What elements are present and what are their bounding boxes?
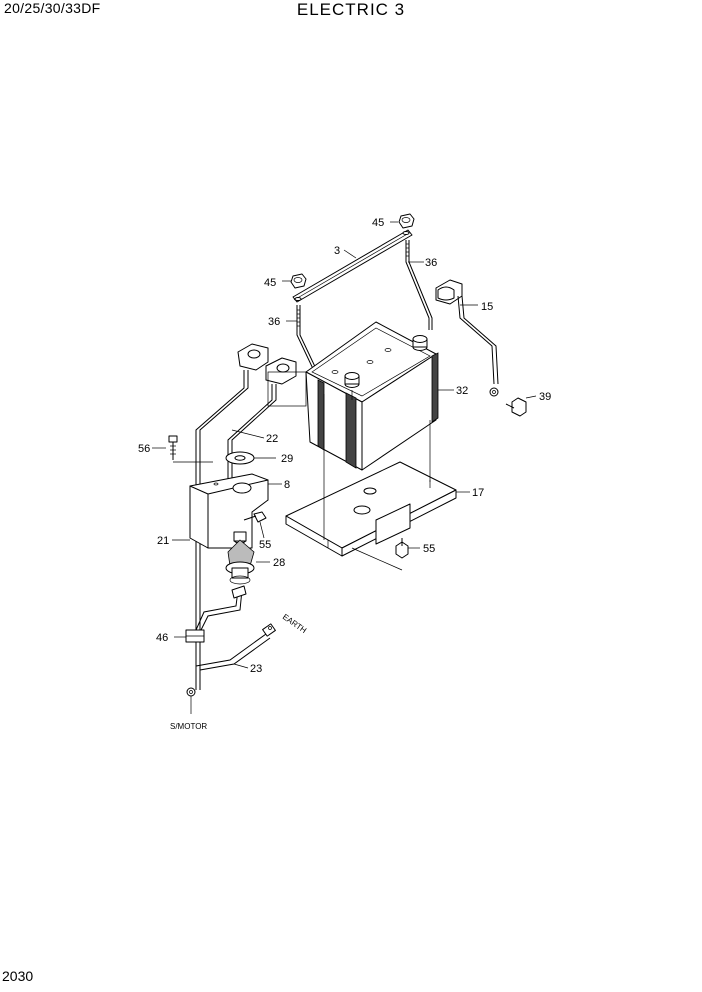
callout-3: 3 xyxy=(334,245,340,257)
model-code: 20/25/30/33DF xyxy=(4,0,101,16)
callout-45-left: 45 xyxy=(264,277,276,289)
callout-45-top: 45 xyxy=(372,217,384,229)
callout-55-left: 55 xyxy=(259,539,271,551)
callout-46: 46 xyxy=(156,632,168,644)
clamp-46 xyxy=(185,629,205,643)
washer-29 xyxy=(225,451,255,465)
j-bolt-right xyxy=(405,240,433,330)
leader-lines xyxy=(152,221,537,669)
callout-32: 32 xyxy=(456,385,468,397)
hold-down-bar xyxy=(292,229,413,303)
page-number: 2030 xyxy=(2,968,34,984)
bolt-55-left xyxy=(243,511,267,523)
bolt-39 xyxy=(505,397,527,417)
callout-29: 29 xyxy=(281,453,293,465)
callout-36-right: 36 xyxy=(425,257,437,269)
terminal-cap-right xyxy=(265,357,297,385)
callout-17: 17 xyxy=(472,487,484,499)
callout-39: 39 xyxy=(539,391,551,403)
page-title: ELECTRIC 3 xyxy=(296,0,406,19)
earth-label: EARTH xyxy=(281,612,308,635)
nut-left xyxy=(290,273,307,289)
callout-15: 15 xyxy=(481,301,493,313)
callout-23: 23 xyxy=(250,663,262,675)
battery-tray xyxy=(285,461,457,557)
bolt-55-right xyxy=(395,538,409,559)
callout-55-right: 55 xyxy=(423,543,435,555)
earth-lug xyxy=(262,623,276,637)
bolt-56 xyxy=(168,435,178,460)
positive-cable xyxy=(435,279,499,397)
callout-56: 56 xyxy=(138,443,150,455)
callout-36-left: 36 xyxy=(268,316,280,328)
nut-top xyxy=(398,213,415,229)
callout-28: 28 xyxy=(273,557,285,569)
terminal-cap-left xyxy=(237,343,269,371)
callout-21: 21 xyxy=(157,535,169,547)
callout-8: 8 xyxy=(284,479,290,491)
battery xyxy=(305,321,439,471)
callout-22: 22 xyxy=(266,433,278,445)
disconnect-switch xyxy=(225,531,255,585)
s-motor-label: S/MOTOR xyxy=(170,722,207,731)
switch-bracket xyxy=(189,473,269,549)
